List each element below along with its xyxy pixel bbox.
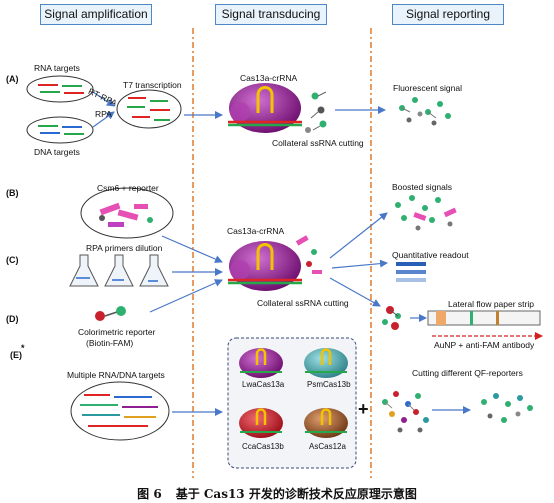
enzyme-label-psmcas13b: PsmCas13b: [307, 380, 351, 389]
csm6-reporter-label: Csm6 + reporter: [97, 183, 159, 193]
caption-title: 基于 Cas13 开发的诊断技术反应原理示意图: [175, 487, 417, 501]
collateral-fragments-a: [305, 91, 327, 133]
header-signal-transducing: Signal transducing: [215, 4, 327, 25]
colorimetric-reporter-label: Colorimetric reporter: [78, 327, 156, 337]
lateral-flow-strip: [427, 310, 541, 326]
collateral-cutting-label-bcd: Collateral ssRNA cutting: [257, 298, 349, 308]
arrow-to-quantitative: [331, 259, 388, 269]
colorimetric-reporter-glyph: [95, 306, 126, 321]
cas13a-crrna-label-a: Cas13a-crRNA: [240, 73, 298, 83]
arrow-to-boosted: [329, 212, 388, 259]
multiplex-targets-ellipse: [70, 381, 170, 441]
rpa-primers-dilution-label: RPA primers dilution: [86, 243, 163, 253]
lateral-flow-particles: [382, 306, 401, 330]
lateral-flow-title: Lateral flow paper strip: [448, 299, 534, 309]
quantitative-readout-label: Quantitative readout: [392, 250, 469, 260]
t7-transcription-label: T7 transcription: [123, 80, 182, 90]
figure-caption: 图 6 基于 Cas13 开发的诊断技术反应原理示意图: [0, 485, 554, 502]
plus-sign: +: [358, 399, 369, 419]
ccacas13b-complex: [239, 408, 283, 438]
header-signal-reporting: Signal reporting: [392, 4, 504, 25]
qf-reporter-cluster-cut: [481, 393, 533, 423]
strip-control-line: [496, 311, 499, 325]
boosted-signals-cluster: [395, 195, 457, 231]
fluorescent-signal-cluster: [399, 97, 451, 126]
collateral-fragments-bcd: [295, 235, 322, 274]
enzyme-label-ccacas13b: CcaCas13b: [242, 442, 284, 451]
cas13a-complex-bcd: [228, 241, 302, 291]
dna-targets-ellipse: [26, 116, 94, 144]
aunp-antibody-label: AuNP + anti-FAM antibody: [434, 340, 535, 350]
cutting-qf-reporters-label: Cutting different QF-reporters: [412, 368, 523, 378]
row-label-a: (A): [6, 74, 19, 84]
ascas12a-complex: [304, 408, 348, 438]
rna-targets-ellipse: [26, 75, 94, 103]
arrow-b-to-middle: [161, 235, 223, 263]
rpa-label: RPA: [95, 109, 112, 119]
multiple-targets-label: Multiple RNA/DNA targets: [67, 370, 165, 380]
enzyme-label-lwacas13a: LwaCas13a: [242, 380, 285, 389]
rpa-arrow: [92, 111, 115, 128]
row-label-e-asterisk: *: [21, 343, 25, 353]
strip-sample-pad: [436, 311, 446, 325]
dna-targets-label: DNA targets: [34, 147, 80, 157]
row-label-d: (D): [6, 314, 19, 324]
row-label-b: (B): [6, 188, 19, 198]
cas13a-complex-a: [228, 83, 302, 133]
qf-reporter-cluster-mixed: [382, 391, 429, 433]
cas13a-crrna-label-bcd: Cas13a-crRNA: [227, 226, 285, 236]
quantitative-bars: [396, 262, 426, 282]
row-label-c: (C): [6, 255, 19, 265]
biotin-fam-label: (Biotin-FAM): [86, 338, 134, 348]
strip-test-line: [470, 311, 473, 325]
enzyme-label-ascas12a: AsCas12a: [309, 442, 346, 451]
collateral-cutting-label-a: Collateral ssRNA cutting: [272, 138, 364, 148]
csm6-reporter-glyph: [99, 202, 153, 227]
boosted-signals-label: Boosted signals: [392, 182, 453, 192]
dilution-flasks: [69, 254, 169, 287]
caption-number: 图 6: [137, 487, 162, 501]
multiplex-target-strands: [80, 394, 158, 427]
row-label-e: (E): [10, 350, 22, 360]
rt-rpa-arrow: [92, 91, 115, 107]
psmcas13b-complex: [304, 348, 348, 378]
arrow-to-lateral-flow: [329, 277, 381, 307]
rna-targets-label: RNA targets: [34, 63, 80, 73]
arrow-d-to-middle: [149, 279, 223, 313]
header-signal-amplification: Signal amplification: [40, 4, 152, 25]
t7-products-ellipse: [116, 89, 182, 129]
fluorescent-signal-label: Fluorescent signal: [393, 83, 462, 93]
lwacas13a-complex: [239, 348, 283, 378]
